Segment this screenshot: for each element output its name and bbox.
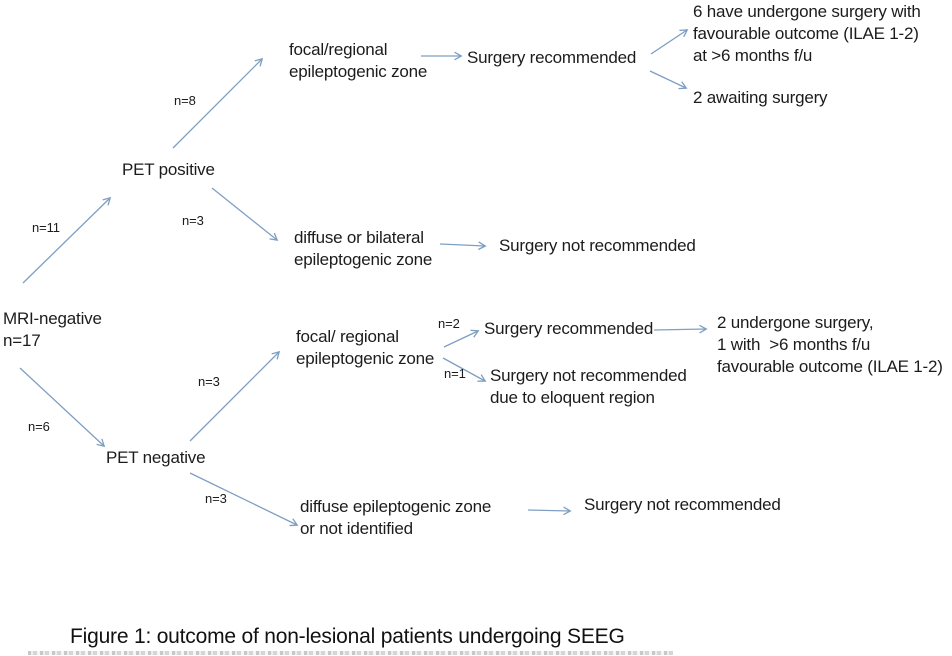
edge-label-n8: n=8 [174, 93, 196, 108]
arrow-petneg-to-diffuse2 [189, 472, 299, 527]
arrow-petneg-to-focalmid [189, 350, 281, 442]
node-diffuse-not-identified: diffuse epileptogenic zone or not identi… [300, 497, 492, 538]
arrow-focalmid-to-eloquent [442, 357, 487, 382]
node-outcome-surgery-2: 2 undergone surgery, 1 with >6 months f/… [717, 313, 943, 376]
node-focal-regional-top: focal/regional epileptogenic zone [289, 40, 428, 81]
edge-label-n2: n=2 [438, 316, 460, 331]
edge-label-n1: n=1 [444, 366, 466, 381]
arrow-surgrec-to-outcome6 [650, 29, 689, 55]
edge-label-n11: n=11 [32, 220, 60, 235]
edge-label-n6: n=6 [28, 419, 50, 434]
edge-label-n3-pet-positive: n=3 [182, 213, 204, 228]
node-awaiting-surgery: 2 awaiting surgery [693, 88, 828, 107]
arrow-petpos-to-focal [172, 57, 264, 149]
node-surgery-recommended-mid: Surgery recommended [484, 319, 654, 338]
arrow-mri-to-pet-positive [22, 196, 112, 284]
node-pet-negative: PET negative [106, 448, 206, 467]
node-focal-regional-mid: focal/ regional epileptogenic zone [296, 327, 435, 368]
arrow-petpos-to-diffuse [211, 187, 279, 242]
page-crop-artifact [28, 651, 673, 655]
node-surgery-not-eloquent: Surgery not recommended due to eloquent … [490, 366, 687, 407]
edge-label-n3-petneg-upper: n=3 [198, 374, 220, 389]
node-outcome-surgery-6: 6 have undergone surgery with favourable… [693, 2, 921, 65]
arrow-focalmid-to-surgrec2 [443, 329, 480, 348]
node-pet-positive: PET positive [122, 160, 215, 179]
figure-caption: Figure 1: outcome of non-lesional patien… [70, 625, 625, 648]
node-surgery-not-recommended-bottom: Surgery not recommended [584, 495, 781, 514]
node-surgery-recommended-top: Surgery recommended [467, 48, 637, 67]
arrow-surgrec-to-awaiting [649, 70, 688, 90]
node-surgery-not-recommended-top: Surgery not recommended [499, 236, 696, 255]
node-diffuse-bilateral: diffuse or bilateral epileptogenic zone [294, 228, 433, 269]
node-mri-negative: MRI-negative n=17 [3, 309, 102, 350]
arrow-mri-to-pet-negative [19, 367, 106, 448]
arrow-surgrec2-to-outcome2 [653, 324, 708, 334]
arrow-diffuse2-to-notrec2 [527, 506, 572, 516]
edge-label-n3-petneg-lower: n=3 [205, 491, 227, 506]
arrow-diffuse-to-notrec [439, 241, 487, 251]
